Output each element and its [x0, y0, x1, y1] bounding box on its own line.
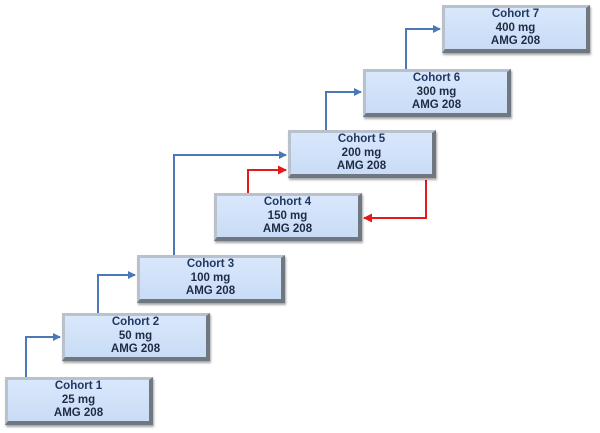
cohort-title: Cohort 4 [263, 196, 312, 209]
edge-5-6 [325, 88, 362, 130]
edge-3-5 [173, 151, 287, 255]
cohort-drug: AMG 208 [262, 223, 313, 236]
edge-1-2 [25, 333, 61, 377]
cohort-5-box: Cohort 5 200 mg AMG 208 [288, 130, 436, 178]
cohort-title: Cohort 1 [54, 380, 103, 393]
cohort-4-box: Cohort 4 150 mg AMG 208 [214, 193, 362, 241]
edge-5-4 [363, 180, 427, 223]
cohort-dose: 200 mg [341, 146, 382, 159]
edge-4-5 [247, 165, 287, 193]
cohort-title: Cohort 2 [111, 316, 160, 329]
cohort-dose: 150 mg [267, 209, 308, 222]
cohort-dose: 300 mg [416, 85, 457, 98]
cohort-drug: AMG 208 [53, 407, 104, 420]
cohort-3-box: Cohort 3 100 mg AMG 208 [137, 255, 285, 303]
cohort-dose: 100 mg [190, 271, 231, 284]
cohort-7-box: Cohort 7 400 mg AMG 208 [442, 5, 590, 53]
cohort-2-box: Cohort 2 50 mg AMG 208 [62, 313, 210, 361]
edge-2-3 [97, 271, 136, 313]
cohort-6-box: Cohort 6 300 mg AMG 208 [363, 69, 511, 117]
cohort-title: Cohort 5 [337, 133, 386, 146]
cohort-drug: AMG 208 [490, 35, 541, 48]
cohort-drug: AMG 208 [185, 285, 236, 298]
cohort-title: Cohort 6 [412, 72, 461, 85]
cohort-drug: AMG 208 [110, 343, 161, 356]
cohort-title: Cohort 3 [186, 258, 235, 271]
edge-6-7 [405, 25, 441, 69]
cohort-drug: AMG 208 [411, 99, 462, 112]
cohort-title: Cohort 7 [491, 8, 540, 21]
cohort-1-box: Cohort 1 25 mg AMG 208 [5, 377, 153, 425]
cohort-dose: 25 mg [61, 393, 96, 406]
cohort-drug: AMG 208 [336, 160, 387, 173]
cohort-dose: 50 mg [118, 329, 153, 342]
cohort-dose: 400 mg [495, 21, 536, 34]
